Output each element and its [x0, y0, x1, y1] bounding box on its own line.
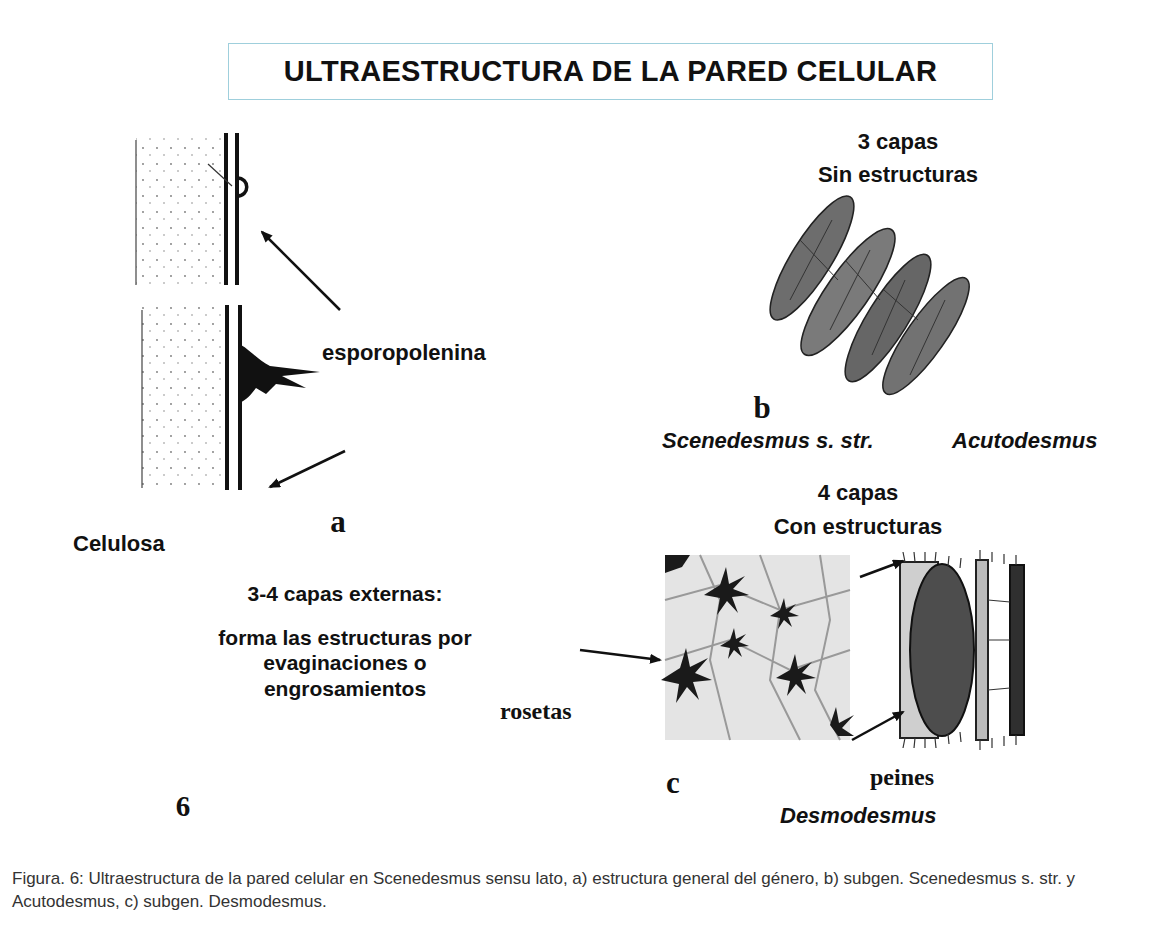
taxon-name: Scenedesmus s. str.	[662, 428, 874, 454]
figure-caption: Figura. 6: Ultraestructura de la pared c…	[12, 868, 1152, 914]
rosette-micrograph	[661, 555, 854, 740]
leader-arrow	[580, 650, 660, 660]
note-body: forma las estructuras por evaginaciones …	[214, 625, 476, 701]
leader-arrow	[270, 451, 345, 487]
taxon-name: Desmodesmus	[780, 803, 937, 829]
panel-letter: a	[330, 503, 346, 540]
coenobium-b	[757, 186, 982, 404]
title-frame: ULTRAESTRUCTURA DE LA PARED CELULAR	[228, 43, 993, 100]
taxon-name: Acutodesmus	[952, 428, 1097, 454]
layer-count: 3 capas	[858, 129, 939, 155]
part-label: esporopolenina	[322, 340, 486, 366]
structure-note: Sin estructuras	[818, 162, 978, 188]
wall-section-bottom	[142, 305, 320, 490]
leader-arrow	[852, 712, 903, 740]
figure-number: 6	[176, 789, 191, 824]
part-label: rosetas	[500, 697, 572, 726]
part-label: Celulosa	[73, 531, 165, 557]
figure-title: ULTRAESTRUCTURA DE LA PARED CELULAR	[284, 55, 937, 88]
note-heading: 3-4 capas externas:	[248, 581, 443, 606]
leader-arrow	[860, 561, 903, 577]
panel-letter: c	[666, 764, 680, 801]
comb-cells	[900, 550, 1024, 750]
structure-note: Con estructuras	[774, 514, 943, 540]
panel-letter: b	[753, 389, 770, 426]
part-label: peines	[870, 763, 934, 792]
wall-section-top	[136, 133, 247, 285]
leader-arrow	[262, 232, 340, 310]
layer-count: 4 capas	[818, 480, 899, 506]
